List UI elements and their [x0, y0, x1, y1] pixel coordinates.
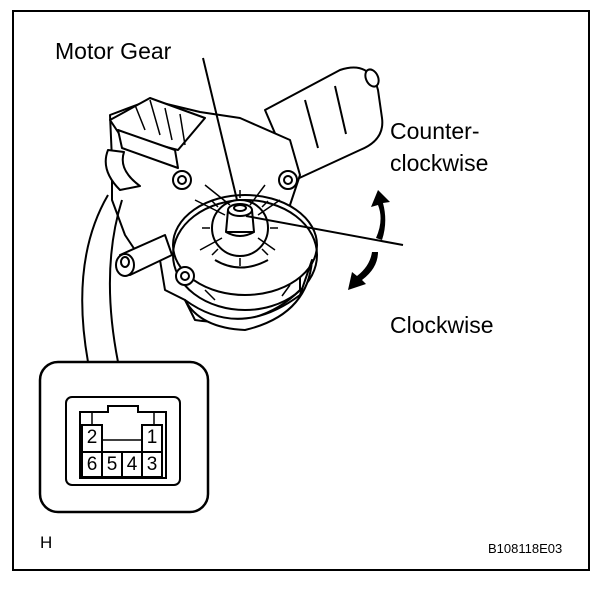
clockwise-label: Clockwise: [390, 312, 494, 338]
pin-4: 4: [126, 454, 138, 475]
cable-line-left: [81, 194, 109, 363]
connector-inset-frame: [38, 360, 210, 514]
cable-line-right: [108, 199, 123, 363]
figure-frame: [12, 10, 590, 571]
motor-gear-leader: [202, 57, 238, 201]
pin-2: 2: [86, 427, 98, 448]
rotation-arrows-icon: [348, 190, 390, 290]
window-motor-illustration: [104, 66, 384, 331]
pin-5: 5: [106, 454, 118, 475]
connector-inset: [38, 360, 210, 514]
leader-lines: [81, 57, 404, 363]
axis-leader: [245, 215, 404, 246]
counterclockwise-label-line1: Counter-: [390, 118, 480, 144]
motor-gear-label: Motor Gear: [55, 38, 172, 64]
corner-letter: H: [40, 533, 53, 552]
pin-6: 6: [86, 454, 98, 475]
pin-3: 3: [146, 454, 158, 475]
pin-1: 1: [146, 427, 158, 448]
counterclockwise-label-line2: clockwise: [390, 150, 489, 176]
figure-id: B108118E03: [488, 541, 563, 556]
connector-face-icon: [65, 396, 181, 486]
